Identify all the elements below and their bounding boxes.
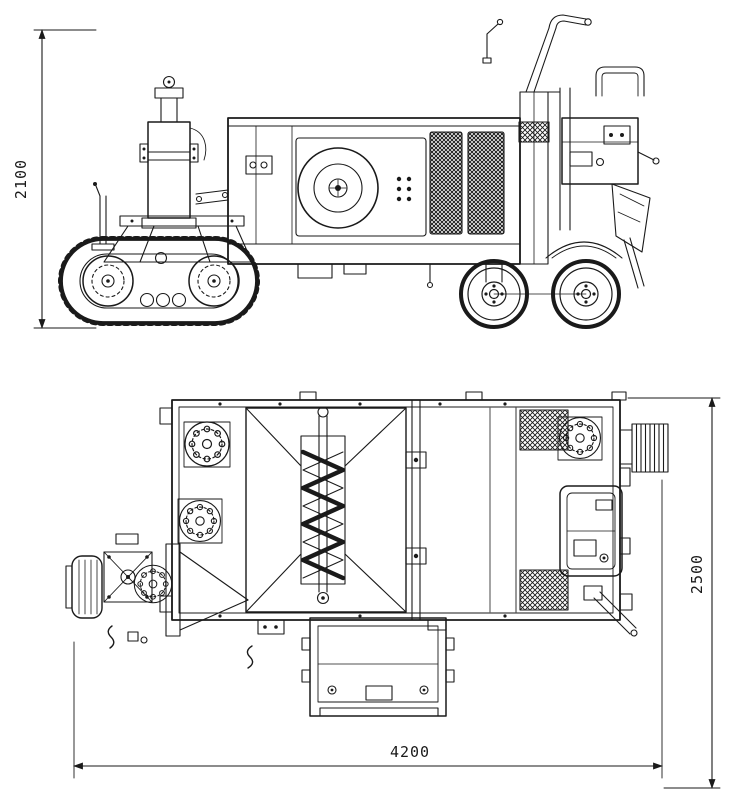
dimension-length-4200: 4200	[73, 479, 663, 779]
plan-view: 2500 4200	[65, 391, 721, 789]
frame-members	[405, 399, 517, 621]
discharge-chute	[246, 617, 455, 717]
milling-head-left	[65, 533, 249, 649]
dimension-width-2500: 2500	[627, 397, 721, 789]
radiator	[619, 423, 669, 473]
drive-pulley	[297, 147, 379, 229]
dim-label-height: 2100	[12, 159, 30, 199]
engine-bay-right	[519, 409, 638, 637]
side-view: 2100	[12, 14, 660, 329]
tow-lever	[583, 585, 638, 637]
guide-mast	[91, 182, 115, 251]
transport-wheels	[459, 259, 621, 329]
dim-label-length: 4200	[390, 743, 430, 761]
rear-station	[545, 66, 660, 289]
track-frame	[103, 215, 253, 263]
drawing-linework: 2100	[12, 14, 721, 789]
dimension-height-2100: 2100	[12, 29, 97, 329]
main-frame	[159, 391, 633, 621]
vent-grilles	[429, 131, 505, 235]
crawler-track	[58, 236, 260, 326]
hydraulic-cylinder	[139, 75, 207, 229]
push-handle	[525, 14, 592, 93]
control-lever	[482, 18, 504, 64]
motor-flanges-left	[177, 421, 231, 544]
hopper-auger	[245, 406, 407, 613]
dim-label-width: 2500	[688, 554, 706, 594]
body-side	[227, 117, 521, 289]
